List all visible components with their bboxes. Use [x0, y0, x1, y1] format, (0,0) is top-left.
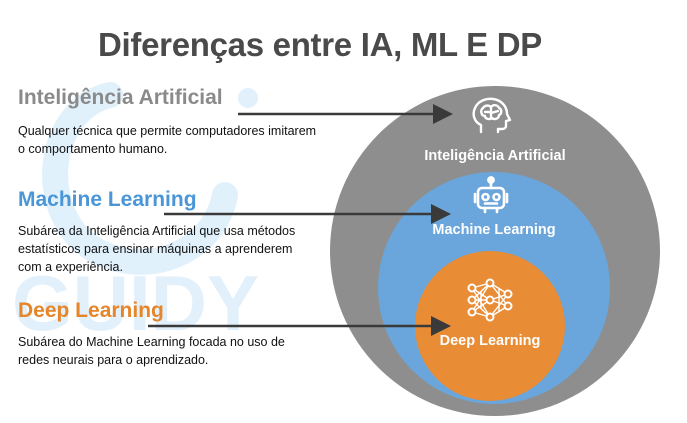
heading-ml: Machine Learning — [18, 188, 197, 211]
page-title: Diferenças entre IA, ML E DP — [98, 26, 542, 63]
description-ai: Qualquer técnica que permite computadore… — [18, 124, 317, 156]
heading-ai: Inteligência Artificial — [18, 86, 223, 109]
circle-label-dl: Deep Learning — [439, 333, 541, 349]
circle-label-ai: Inteligência Artificial — [424, 148, 566, 164]
heading-dl: Deep Learning — [18, 299, 164, 322]
circle-label-ml: Machine Learning — [432, 222, 556, 238]
brain-icon — [472, 97, 512, 134]
description-ml: Subárea da Inteligência Artificial que u… — [18, 224, 296, 274]
description-dl: Subárea do Machine Learning focada no us… — [18, 335, 285, 367]
neural-network-icon — [467, 278, 513, 322]
robot-icon — [473, 176, 509, 214]
